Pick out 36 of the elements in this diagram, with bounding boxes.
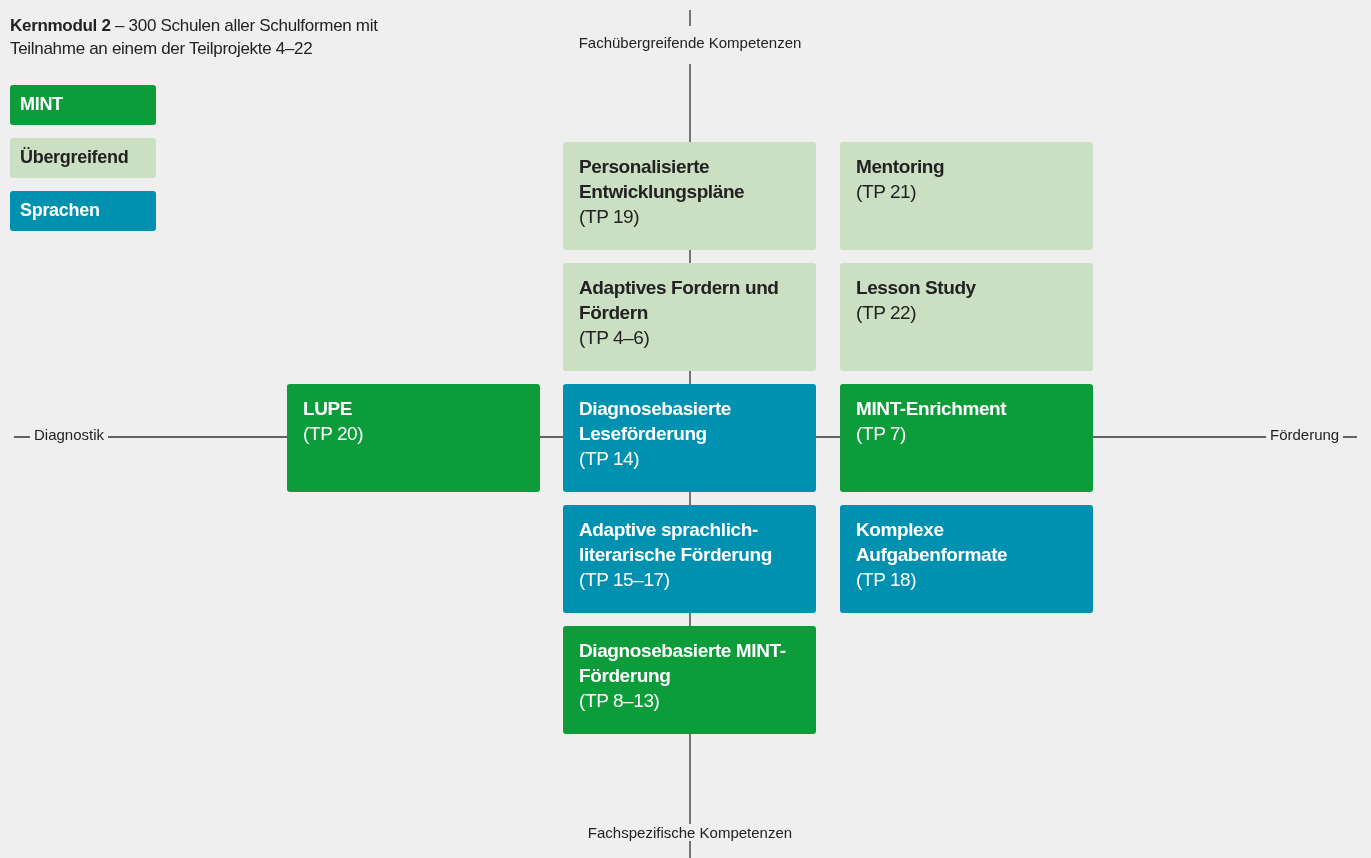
project-box <box>287 384 540 492</box>
project-box <box>563 626 816 734</box>
axis-label: Förderung <box>1266 426 1344 443</box>
project-code: (TP 21) <box>856 180 918 204</box>
project-box <box>840 384 1093 492</box>
project-code: (TP 4–6) <box>579 326 651 350</box>
project-title: Adaptive sprachlich-literarische Förderung <box>579 518 773 567</box>
project-title: Personalisierte Entwicklungspläne <box>579 155 746 204</box>
project-code: (TP 15–17) <box>579 568 671 592</box>
project-box <box>563 142 816 250</box>
project-code: (TP 20) <box>303 422 365 446</box>
legend-label: Übergreifend <box>20 147 129 167</box>
project-box <box>840 142 1093 250</box>
project-title: MINT-Enrichment <box>856 397 1008 421</box>
project-box <box>563 384 816 492</box>
project-code: (TP 18) <box>856 568 918 592</box>
project-box <box>840 263 1093 371</box>
project-title: Mentoring <box>856 155 946 179</box>
project-title: Adaptives Fordern und Fördern <box>579 276 780 325</box>
project-box <box>563 505 816 613</box>
project-box <box>563 263 816 371</box>
project-code: (TP 8–13) <box>579 689 661 713</box>
project-title: Komplexe Aufgabenformate <box>856 518 1009 567</box>
axis-label: Diagnostik <box>30 426 109 443</box>
legend-label: MINT <box>20 94 63 114</box>
project-title: Lesson Study <box>856 276 977 300</box>
project-title: Diagnosebasierte MINT-Förderung <box>579 639 787 688</box>
project-code: (TP 7) <box>856 422 908 446</box>
legend-label: Sprachen <box>20 200 100 220</box>
project-box <box>840 505 1093 613</box>
project-code: (TP 22) <box>856 301 918 325</box>
title: Kernmodul 2 – 300 Schulen aller Schulformen mit Teilnahme an einem der Teilprojekte 4–22 <box>10 15 379 60</box>
project-title: LUPE <box>303 397 354 421</box>
project-code: (TP 19) <box>579 205 641 229</box>
project-title: Diagnosebasierte Leseförderung <box>579 397 732 446</box>
project-code: (TP 14) <box>579 447 641 471</box>
